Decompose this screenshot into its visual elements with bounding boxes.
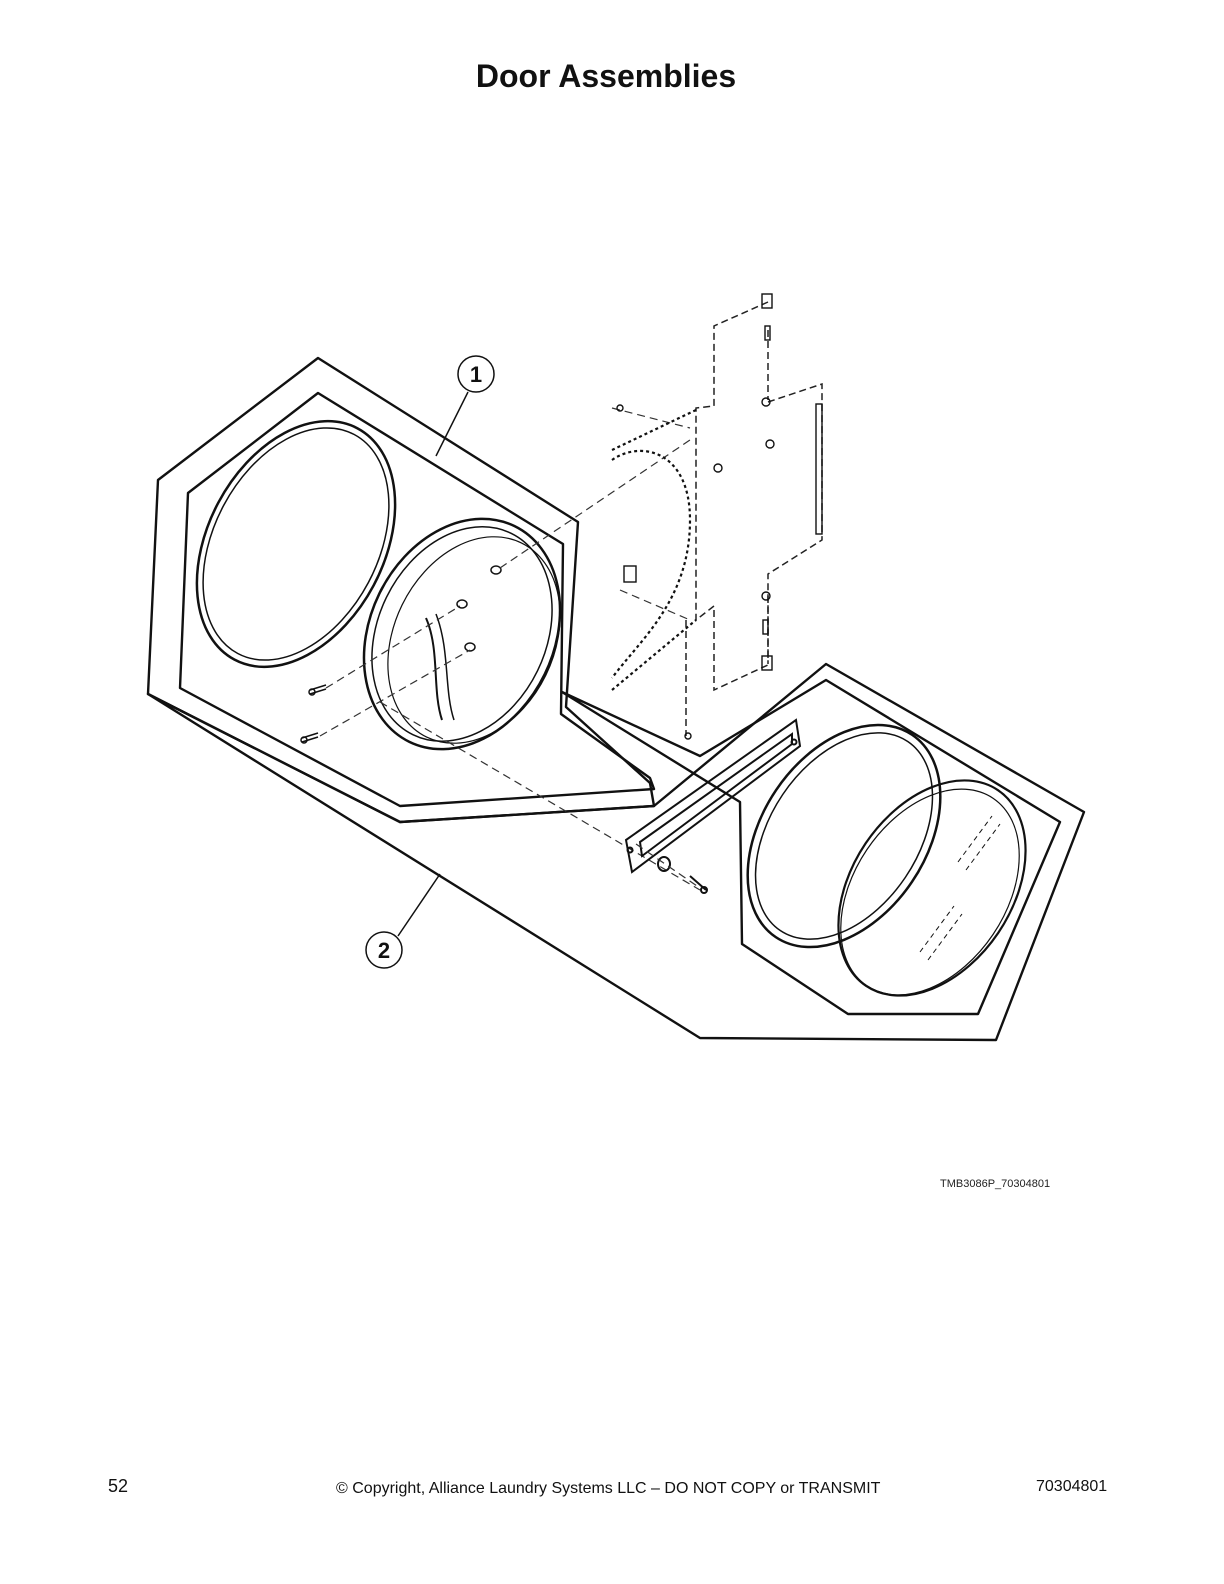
copyright-notice: © Copyright, Alliance Laundry Systems LL…	[336, 1480, 881, 1497]
exploded-view-lines	[319, 407, 701, 891]
hinge-pins	[616, 293, 823, 740]
page-number: 52	[108, 1476, 129, 1496]
door-gasket-ring-left	[195, 419, 397, 669]
door-group-2-outline-outer	[146, 662, 1086, 1042]
ring-screws	[300, 684, 327, 744]
ring-nuts	[456, 565, 502, 652]
callout-1: 1	[435, 355, 495, 457]
door-group-2-outline-inner	[560, 678, 1062, 1016]
figure-code: TMB3086P_70304801	[940, 1178, 1051, 1190]
hinge-bracket	[685, 301, 823, 736]
callout-2-label: 2	[378, 938, 390, 963]
door-group-1-outline-outer	[146, 356, 656, 824]
door-glass	[837, 779, 1027, 997]
document-number: 70304801	[1036, 1478, 1108, 1495]
callout-1-label: 1	[470, 362, 482, 387]
door-ring-frame	[362, 517, 562, 751]
door-gasket-ring-right	[746, 723, 942, 949]
door-handle	[624, 718, 802, 894]
callout-2: 2	[365, 873, 441, 969]
latch-plate	[611, 409, 697, 691]
door-group-1-outline-inner	[178, 391, 656, 808]
page-title: Door Assemblies	[475, 58, 737, 94]
